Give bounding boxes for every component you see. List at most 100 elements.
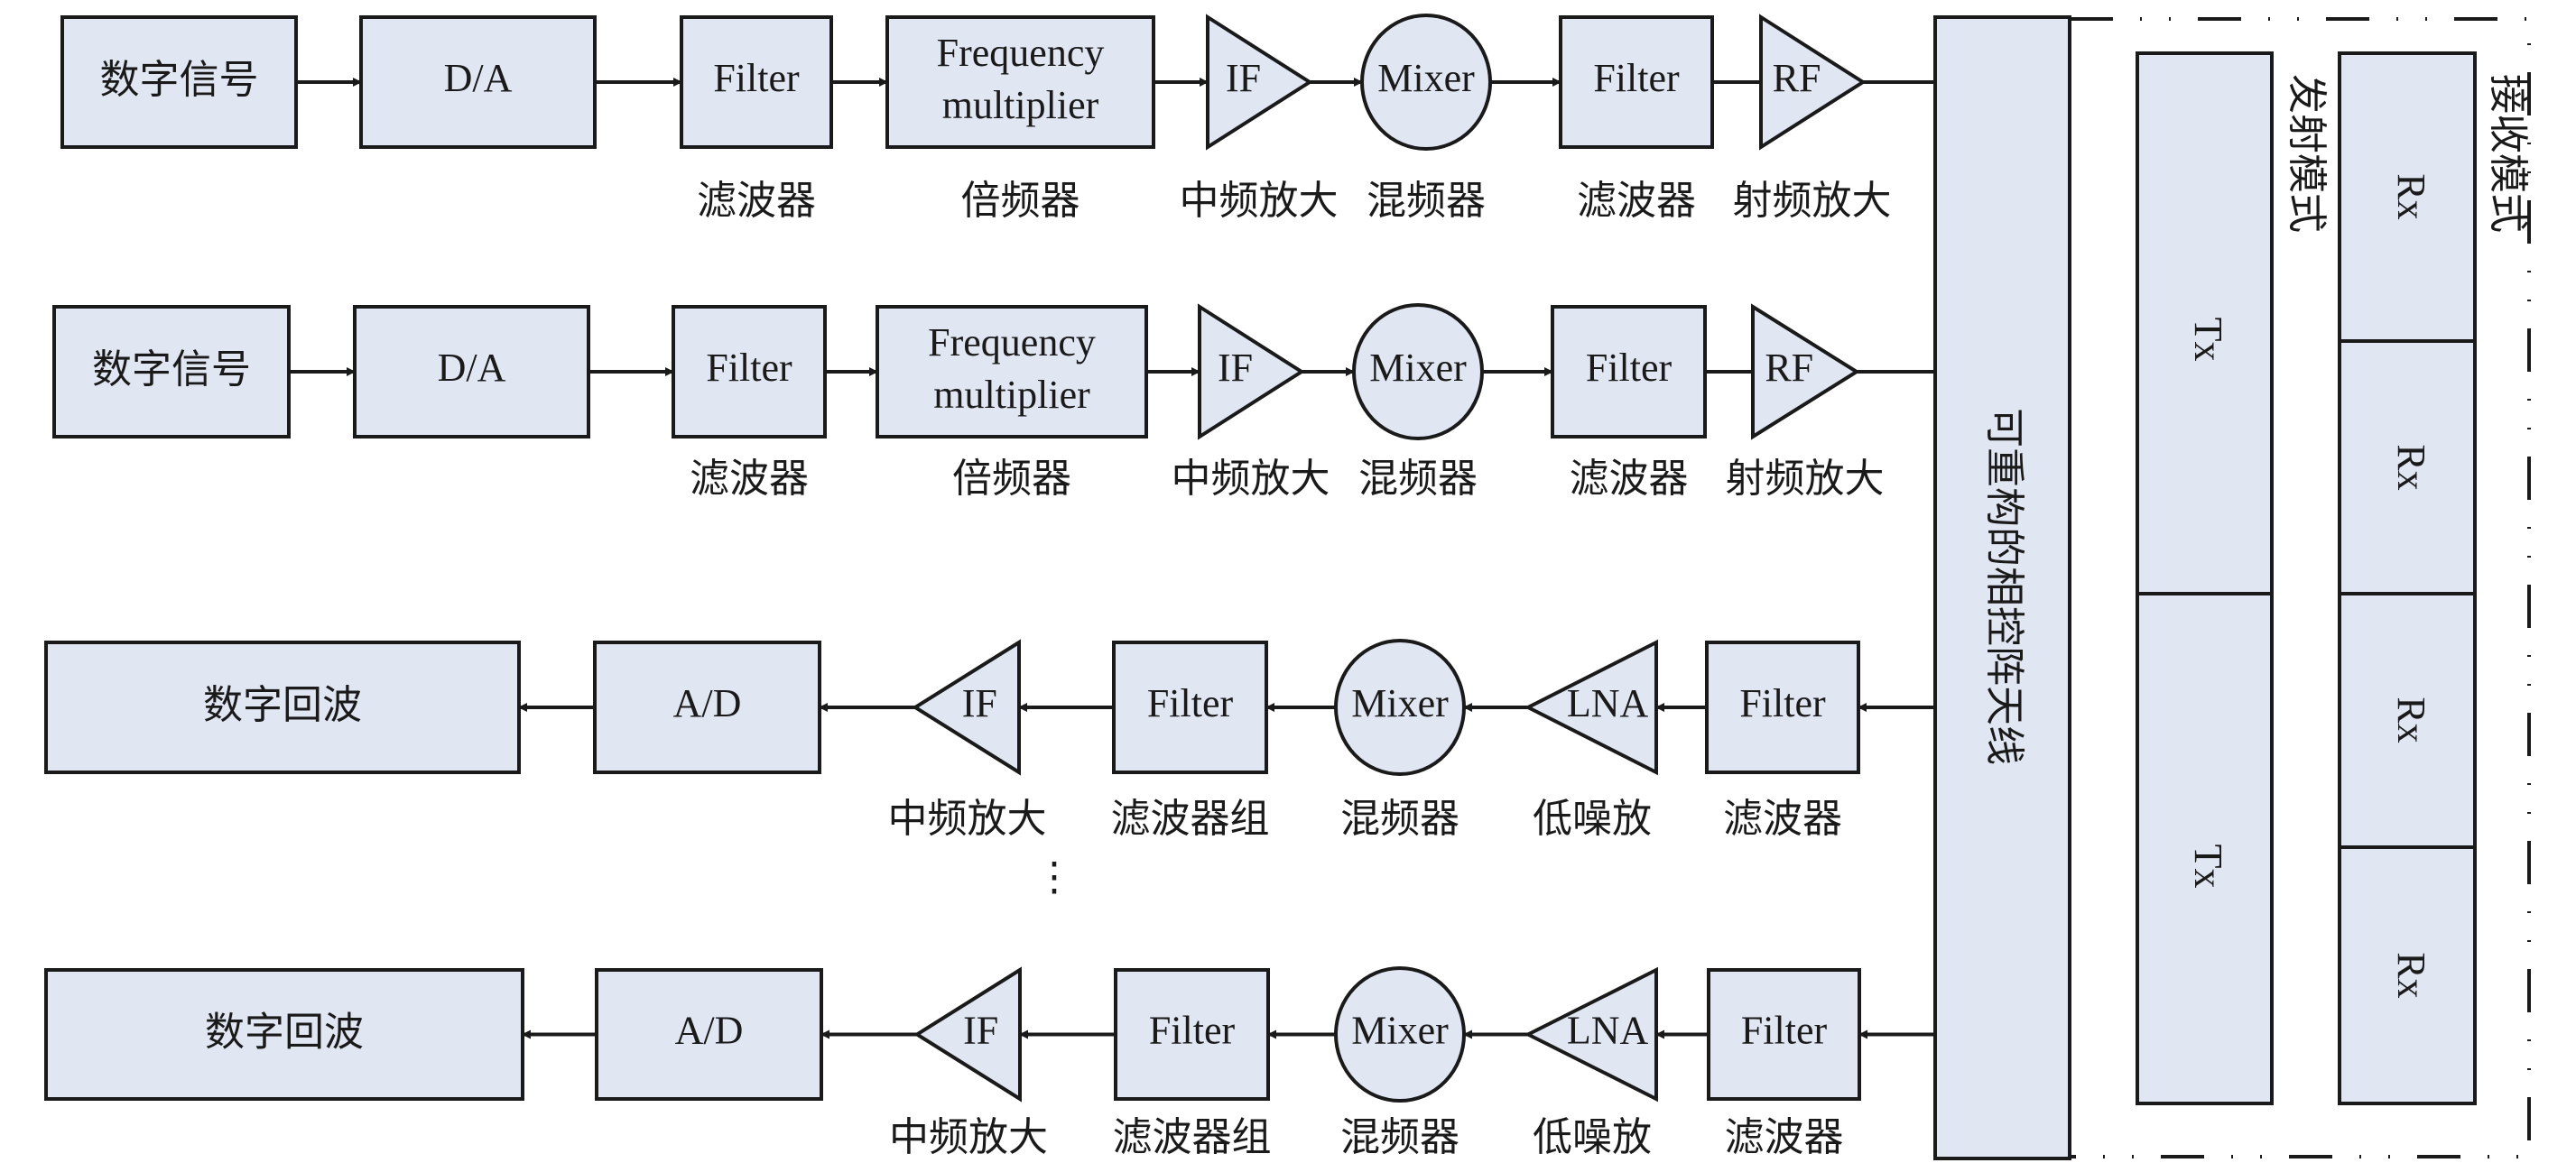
blocks: 数字信号 D/A Filter 滤波器 Frequency multiplier 倍频器 IF…	[44, 14, 1892, 1160]
tx-chain-1-block-4-box	[885, 15, 1155, 149]
rx-chain-2-block-4-label: Filter	[1149, 1009, 1236, 1053]
rx-chain-1-block-4-box	[1112, 641, 1268, 774]
tx-chain-2-block-8-label: RF	[1765, 346, 1813, 390]
rx-chain-1-block-3-label: IF	[962, 681, 997, 725]
tx-chain-2-block-5-label: IF	[1218, 346, 1253, 390]
tx-chain-2-block-7-caption: 滤波器	[1570, 456, 1689, 502]
rx-chain-1-block-3-caption: 中频放大	[888, 796, 1047, 842]
tx-chain-1-block-1-label: 数字信号	[100, 57, 259, 103]
rx-cell-4-label: Rx	[2389, 952, 2433, 998]
mode-dashed-frame	[2070, 17, 2531, 1158]
rx-cell-3-label: Rx	[2389, 697, 2433, 743]
connectors	[289, 78, 1935, 1039]
tx-chain-2-block-1-box	[52, 305, 291, 438]
rx-cell-4	[2338, 845, 2477, 1105]
tx-chain-2-block-6-label: Mixer	[1369, 346, 1467, 390]
tx-chain-1-block-2-label: D/A	[444, 56, 513, 100]
rx-chain-1-block-5-label: Mixer	[1351, 681, 1449, 725]
tx-chain-2-block-4-label-line1: Frequency	[928, 320, 1096, 365]
tx-chain-1-block-5-caption: 中频放大	[1180, 178, 1339, 224]
tx-chain-1-block-6-caption: 混频器	[1367, 178, 1486, 224]
tx-chain-2-block-2-box	[353, 305, 590, 438]
tx-chain-2-block-5-caption: 中频放大	[1172, 456, 1330, 502]
rx-chain-1-block-5-mixer-circle	[1334, 639, 1466, 776]
rx-cell-1	[2338, 51, 2477, 343]
rx-chain-1-block-6-amplifier-triangle	[1524, 639, 1658, 776]
rx-chain-1-block-1-label: 数字回波	[203, 682, 362, 728]
rx-cell-3	[2338, 592, 2477, 849]
tx-chain-1-block-7-box	[1559, 15, 1714, 149]
rx-chain-2-block-7-label: Filter	[1741, 1009, 1828, 1053]
ellipsis-more-chains: ⋮	[1034, 854, 1074, 900]
tx-chain-1-block-3-label: Filter	[713, 56, 800, 100]
rx-chain-2-block-5-caption: 混频器	[1340, 1114, 1459, 1160]
tx-mode-label: 发射模式	[2284, 74, 2330, 233]
rx-chain-1-block-4-label: Filter	[1147, 681, 1234, 725]
tx-chain-2-block-3-box	[672, 305, 827, 438]
tx-chain-2-block-3-caption: 滤波器	[690, 456, 809, 502]
tx-chain-2-block-8-caption: 射频放大	[1726, 456, 1885, 502]
tx-chain-2-block-6-caption: 混频器	[1358, 456, 1478, 502]
tx-chain-1-block-4-label-line2: multiplier	[942, 83, 1099, 127]
tx-chain-2-block-1-label: 数字信号	[92, 346, 251, 392]
rx-cell-1-label: Rx	[2389, 173, 2433, 219]
tx-chain-1-block-4-caption: 倍频器	[961, 178, 1080, 224]
rx-chain-2-block-3-amplifier-triangle	[913, 966, 1022, 1103]
rx-mode-label: 接收模式	[2485, 74, 2531, 233]
tx-chain-1-block-3-box	[680, 15, 833, 149]
antenna-and-modes: 可重构的相控阵天线 Tx Tx 发射模式 Rx Rx Rx Rx 接收模式	[1933, 15, 2531, 1160]
rx-chain-2-block-3-label: IF	[963, 1009, 998, 1053]
tx-chain-2-block-7-label: Filter	[1586, 346, 1673, 390]
tx-chain-1-block-5-label: IF	[1226, 56, 1261, 100]
tx-chain-1-block-6-mixer-circle	[1360, 14, 1492, 151]
rx-chain-1-block-7-box	[1705, 641, 1860, 774]
rx-chain-2-block-6-label: LNA	[1567, 1009, 1649, 1053]
antenna-label: 可重构的相控阵天线	[1981, 408, 2027, 765]
tx-chain-1-block-3-caption: 滤波器	[697, 178, 816, 224]
rx-chain-2-block-2-box	[595, 968, 823, 1101]
rx-chain-2-block-6-amplifier-triangle	[1524, 966, 1658, 1103]
tx-chain-2-block-5-amplifier-triangle	[1198, 303, 1305, 440]
rx-chain-2-block-3-caption: 中频放大	[889, 1114, 1048, 1160]
rx-chain-2-block-4-caption: 滤波器组	[1113, 1114, 1272, 1160]
tx-chain-1-block-8-label: RF	[1773, 56, 1821, 100]
tx-chain-1-block-7-label: Filter	[1593, 56, 1680, 100]
tx-cell-2	[2136, 592, 2274, 1105]
rx-chain-2-block-4-box	[1114, 968, 1270, 1101]
rx-chain-1-block-7-caption: 滤波器	[1723, 796, 1842, 842]
tx-chain-2-block-4-caption: 倍频器	[952, 456, 1071, 502]
rx-chain-2-block-1-label: 数字回波	[205, 1010, 364, 1056]
tx-chain-1-block-5-amplifier-triangle	[1206, 14, 1313, 151]
tx-chain-1-block-4-label-line1: Frequency	[937, 31, 1105, 75]
rx-chain-2-block-5-label: Mixer	[1351, 1009, 1449, 1053]
rx-chain-1-block-4-caption: 滤波器组	[1111, 796, 1270, 842]
tx-chain-2-block-4-label-line2: multiplier	[933, 373, 1090, 417]
tx-chain-1-block-8-caption: 射频放大	[1733, 178, 1892, 224]
rx-chain-1-block-7-label: Filter	[1739, 681, 1826, 725]
rx-chain-1-block-2-box	[593, 641, 821, 774]
tx-chain-2-block-4-box	[876, 305, 1148, 438]
tx-chain-1-block-6-label: Mixer	[1377, 56, 1475, 100]
tx-chain-2-block-2-label: D/A	[438, 346, 506, 390]
tx-chain-1-block-7-caption: 滤波器	[1577, 178, 1696, 224]
tx-chain-2-block-8-amplifier-triangle	[1751, 303, 1860, 440]
tx-cell-2-label: Tx	[2186, 845, 2230, 889]
tx-chain-2-block-3-label: Filter	[706, 346, 792, 390]
rx-chain-1-block-5-caption: 混频器	[1340, 796, 1459, 842]
rx-chain-2-block-5-mixer-circle	[1334, 966, 1466, 1103]
rx-chain-2-block-7-caption: 滤波器	[1725, 1114, 1844, 1160]
tx-cell-1-label: Tx	[2186, 318, 2230, 362]
tx-chain-2-block-7-box	[1551, 305, 1707, 438]
rx-chain-2-block-2-label: A/D	[675, 1009, 744, 1053]
rx-chain-2-block-6-caption: 低噪放	[1533, 1114, 1652, 1160]
tx-chain-2-block-6-mixer-circle	[1352, 303, 1484, 440]
rx-chain-1-block-1-box	[44, 641, 521, 774]
rx-chain-1-block-6-label: LNA	[1567, 681, 1649, 725]
rx-chain-1-block-3-amplifier-triangle	[912, 639, 1021, 776]
rx-chain-1-block-2-label: A/D	[673, 681, 742, 725]
tx-chain-1-block-1-box	[60, 15, 298, 149]
tx-chain-1-block-8-amplifier-triangle	[1759, 14, 1867, 151]
rx-cell-2-label: Rx	[2389, 444, 2433, 490]
rx-chain-2-block-1-box	[44, 968, 524, 1101]
